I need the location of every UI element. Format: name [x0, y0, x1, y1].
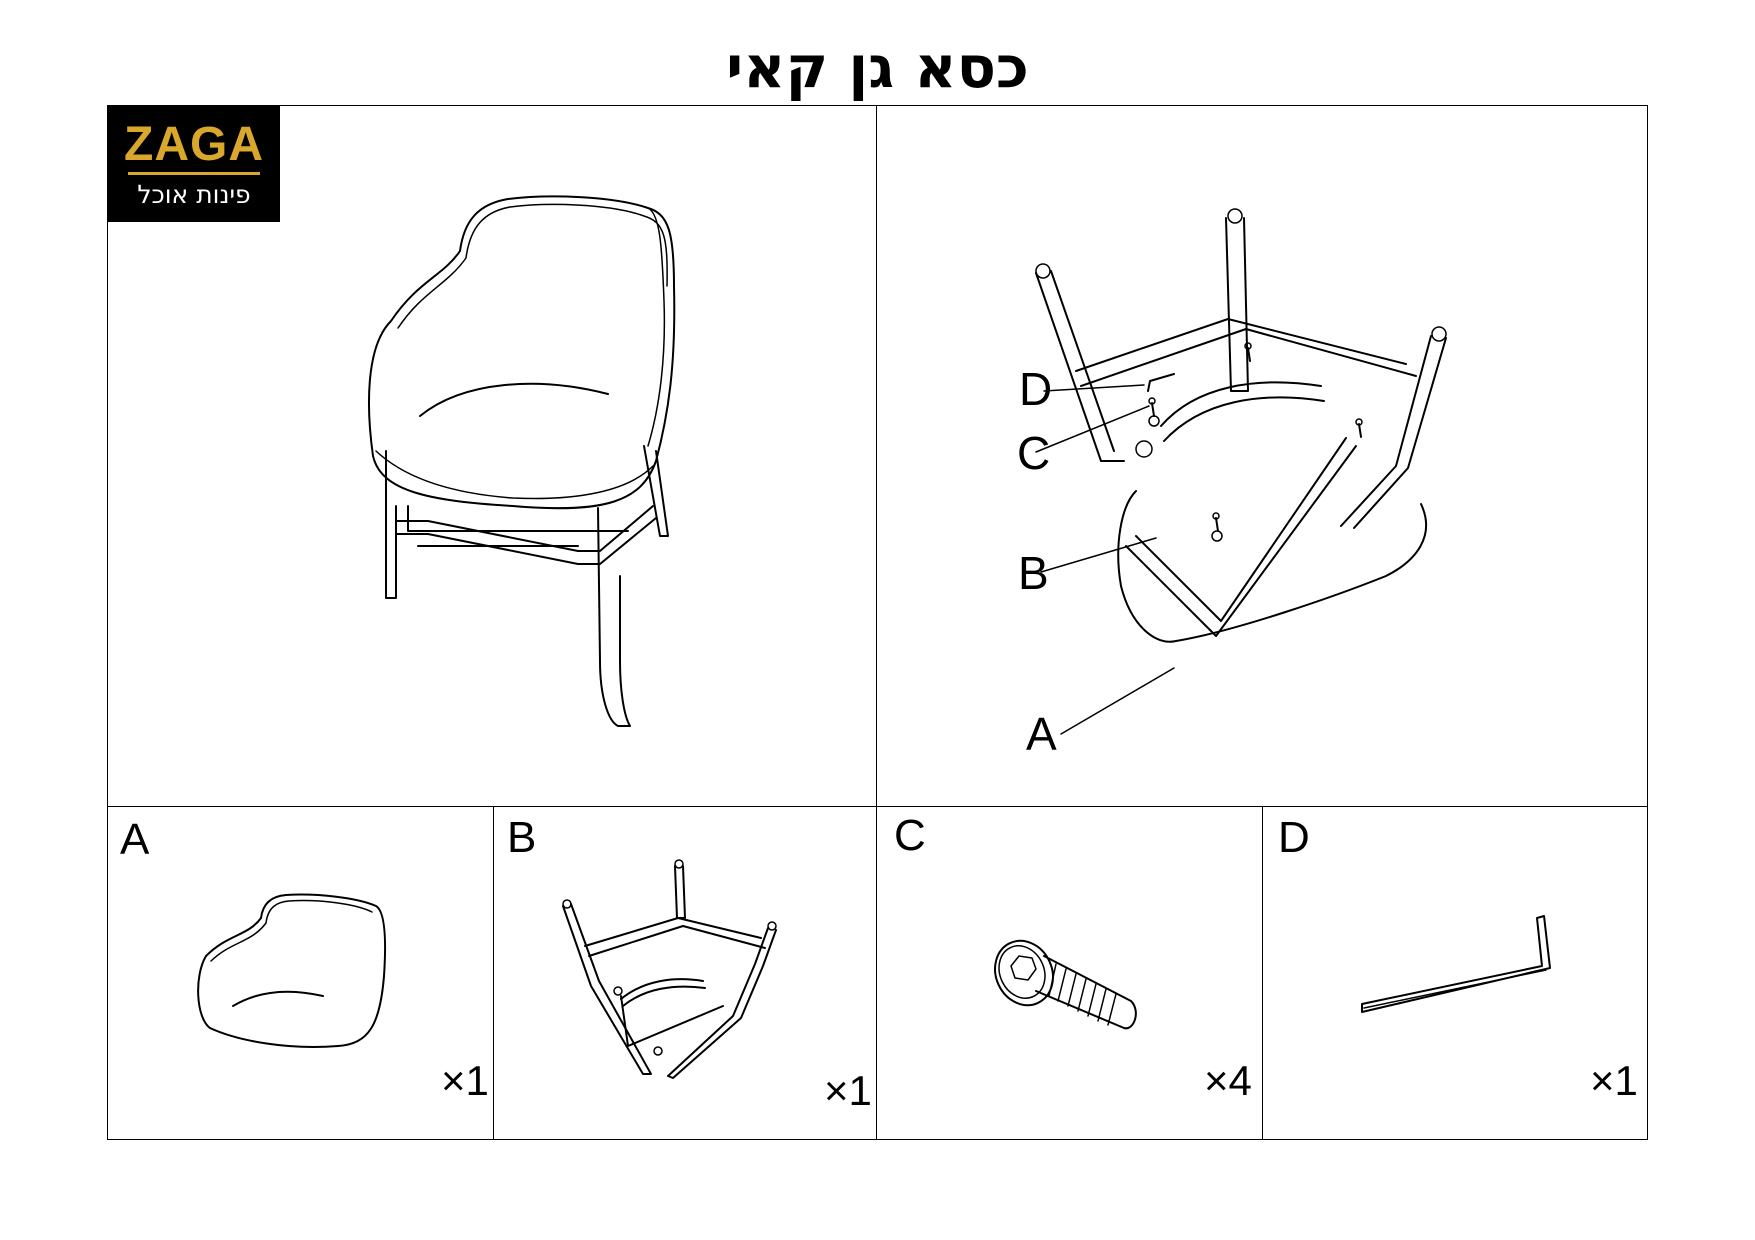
- logo-brand: ZAGA: [124, 118, 264, 171]
- divider-bottom-2: [876, 806, 877, 1139]
- divider-bottom-1: [493, 806, 494, 1139]
- part-c-panel: C ×4: [876, 806, 1262, 1139]
- logo-tagline: פינות אוכל: [137, 180, 251, 209]
- zaga-logo: ZAGA פינות אוכל: [108, 106, 280, 222]
- callout-d: D: [1019, 363, 1053, 415]
- assembly-diagram-panel: D C B A: [876, 106, 1647, 806]
- callout-b: B: [1018, 547, 1049, 599]
- logo-rule: [128, 172, 260, 175]
- part-b-letter: B: [507, 813, 537, 862]
- assembled-chair-panel: ZAGA פינות אוכל: [108, 106, 876, 806]
- chair-frame-icon: [562, 859, 777, 1079]
- part-d-letter: D: [1278, 813, 1310, 862]
- part-a-panel: A ×1: [108, 806, 493, 1139]
- callout-a: A: [1026, 708, 1057, 760]
- hex-bolt-icon: [994, 939, 1137, 1030]
- exploded-chair-icon: [1035, 208, 1447, 735]
- part-b-quantity: ×1: [824, 1067, 872, 1114]
- part-d-panel: D ×1: [1262, 806, 1647, 1139]
- divider-horizontal: [108, 806, 1647, 807]
- divider-bottom-3: [1262, 806, 1263, 1139]
- part-a-letter: A: [120, 815, 150, 864]
- part-b-panel: B ×1: [493, 806, 876, 1139]
- part-c-letter: C: [894, 811, 926, 860]
- assembled-chair-icon: [368, 195, 676, 727]
- part-c-quantity: ×4: [1204, 1057, 1252, 1104]
- callout-c: C: [1017, 427, 1051, 479]
- chair-seat-shell-icon: [197, 893, 387, 1048]
- part-d-quantity: ×1: [1590, 1057, 1638, 1104]
- document-title: כסא גן קאי: [726, 33, 1029, 101]
- part-a-quantity: ×1: [441, 1057, 489, 1104]
- instruction-sheet: ZAGA פינות אוכל: [107, 105, 1648, 1140]
- divider-top-vertical: [876, 106, 877, 806]
- allen-key-icon: [1361, 915, 1551, 1013]
